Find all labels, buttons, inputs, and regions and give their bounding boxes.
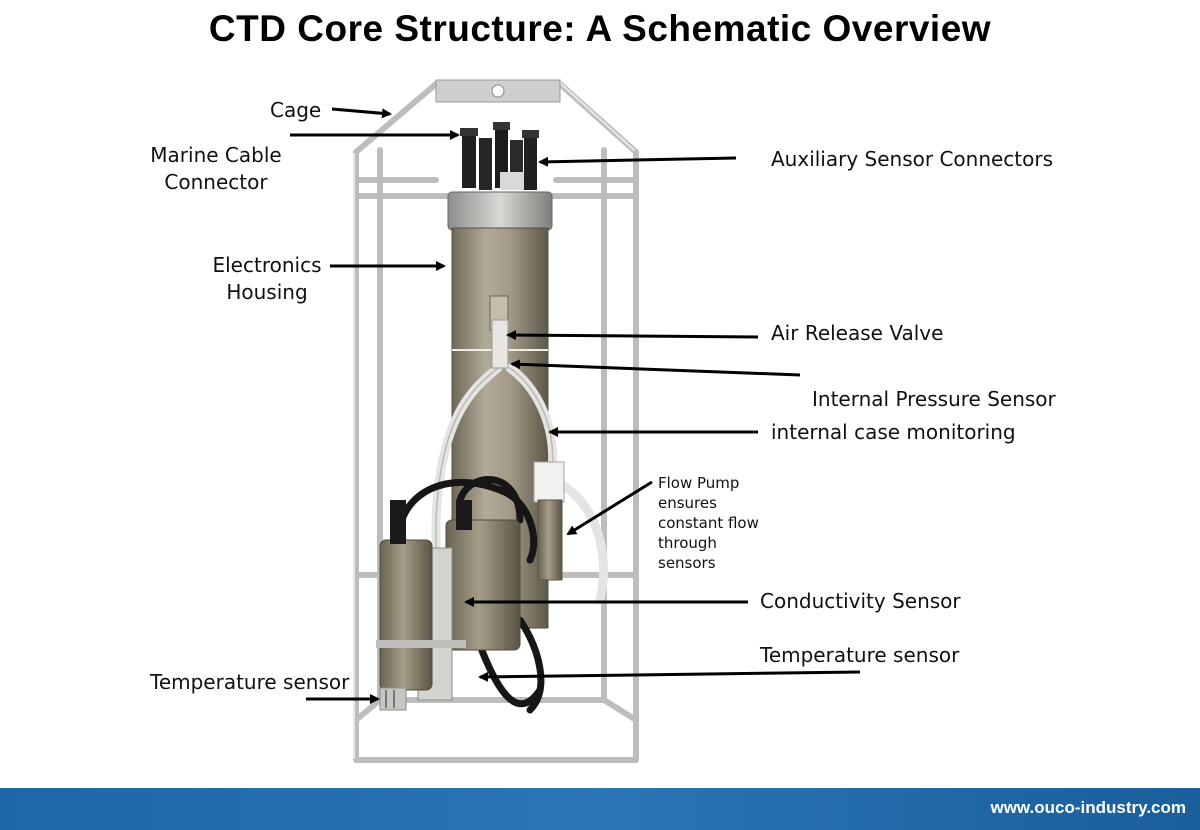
conductivity-sensor-body [445, 519, 521, 651]
label-electronics-housing: Electronics Housing [204, 252, 330, 306]
label-electronics-line1: Electronics [212, 253, 322, 277]
arrow-temperature-right [478, 670, 861, 682]
arrow-internal-pressure [510, 359, 801, 377]
lifting-eye [491, 84, 505, 98]
flow-pump-body [537, 499, 563, 581]
lower-band-clamp [376, 640, 466, 648]
footer-bar: www.ouco-industry.com [0, 788, 1200, 830]
annotation-arrows [290, 107, 861, 704]
label-cage: Cage [270, 98, 322, 122]
label-internal-case-monitoring: internal case monitoring [771, 420, 1016, 444]
footer-website-link[interactable]: www.ouco-industry.com [990, 798, 1186, 817]
sensor-connector-1 [390, 500, 406, 544]
label-temperature-sensor-left: Temperature sensor [150, 670, 350, 694]
arrow-air-release [506, 330, 759, 341]
label-aux-connectors: Auxiliary Sensor Connectors [771, 147, 1054, 171]
label-electronics-line2: Housing [226, 280, 308, 304]
label-temperature-sensor-right: Temperature sensor [760, 643, 960, 667]
housing-endcap-top [447, 191, 553, 231]
flow-pump-head [533, 461, 565, 503]
arrow-flow-pump [566, 480, 653, 536]
sensor-cables [394, 476, 545, 714]
label-internal-pressure-sensor: Internal Pressure Sensor [812, 387, 1056, 411]
label-marine-cable-connector: Marine Cable Connector [146, 142, 286, 196]
arrow-aux-connectors [538, 156, 737, 167]
label-air-release-valve: Air Release Valve [771, 321, 944, 345]
label-flow-pump: Flow Pump ensures constant flow through … [658, 474, 759, 572]
temperature-sensor-body [379, 539, 433, 691]
label-conductivity-sensor: Conductivity Sensor [760, 589, 961, 613]
ctd-instrument-illustration [290, 79, 861, 763]
label-marine-cable-line2: Connector [164, 170, 268, 194]
label-marine-cable-line1: Marine Cable [150, 143, 282, 167]
arrow-cage [331, 107, 392, 119]
sensor-connector-2 [456, 500, 472, 530]
connector-cluster [460, 122, 539, 190]
air-release-valve [491, 319, 509, 369]
page-title: CTD Core Structure: A Schematic Overview [208, 8, 992, 49]
